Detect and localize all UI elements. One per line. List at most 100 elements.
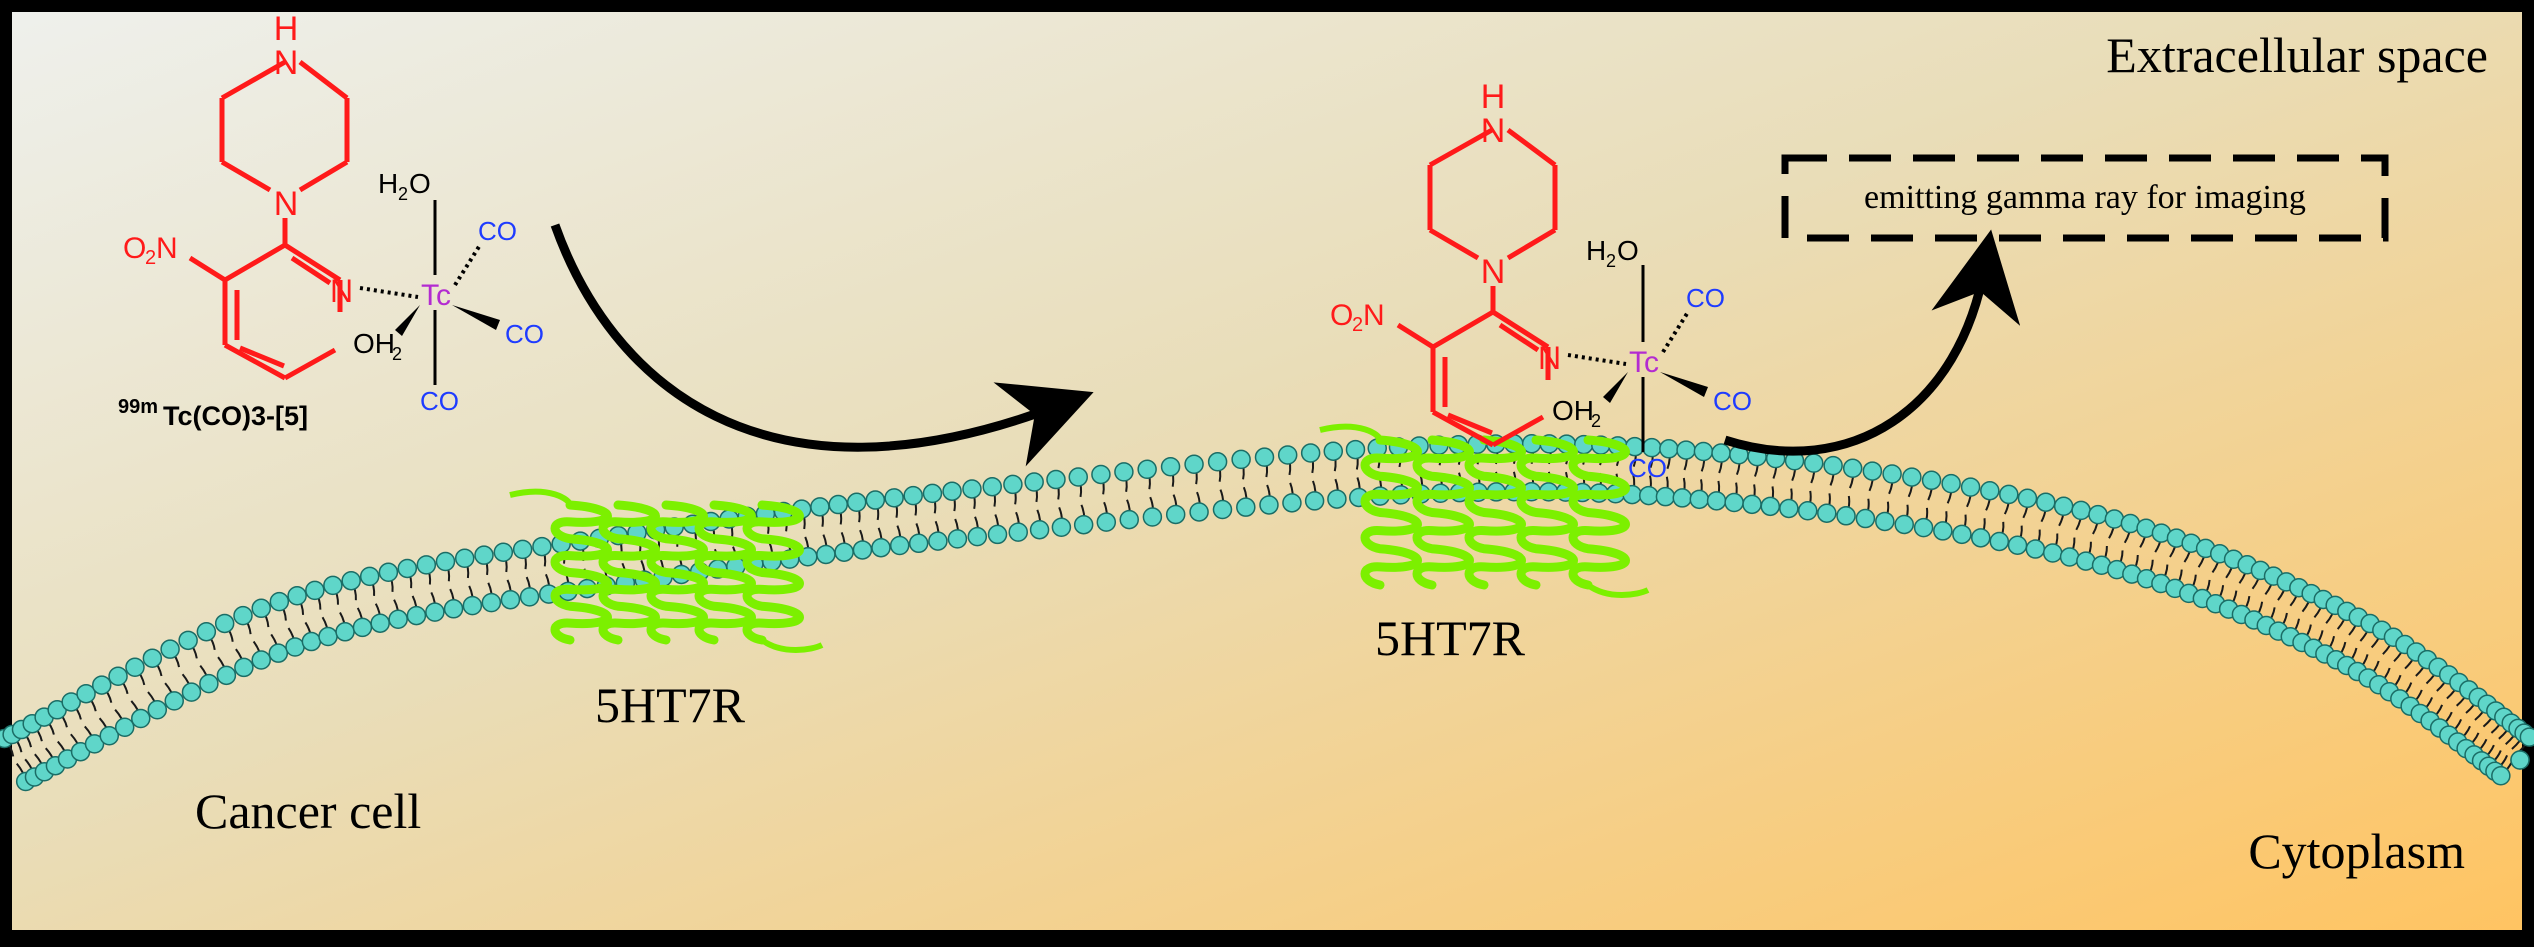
lipid-head	[1797, 501, 1818, 521]
lipid-head	[454, 548, 475, 569]
lipid-head	[1073, 514, 1094, 535]
lipid-head	[987, 524, 1008, 545]
lipid-head	[1114, 462, 1134, 482]
lipid-head	[287, 585, 307, 606]
lipid-head	[1236, 497, 1256, 517]
lipid-head	[268, 643, 289, 663]
lipid-head	[1096, 512, 1117, 532]
receptor-right-label: 5HT7R	[1375, 610, 1526, 666]
lipid-head	[251, 650, 271, 670]
lipid-head	[871, 537, 891, 558]
hydroxo-oh: OH	[353, 328, 395, 359]
piperazine-h-bound: H	[1481, 78, 1506, 116]
lipid-head	[142, 648, 163, 668]
lipid-head	[512, 539, 533, 560]
lipid-head	[216, 665, 237, 686]
lipid-head	[903, 485, 923, 506]
lipid-head	[1999, 484, 2019, 505]
carbonyl-3-bound: CO	[1628, 453, 1667, 483]
lipid-head	[532, 536, 552, 557]
lipid-head	[942, 481, 962, 501]
emission-box	[1781, 154, 2389, 242]
lipid-head	[91, 675, 112, 695]
lipid-head	[1046, 469, 1066, 490]
lipid-head	[305, 580, 325, 601]
lipid-head	[1672, 488, 1693, 508]
lipid-head	[1327, 489, 1347, 509]
lipid-head	[435, 551, 456, 572]
receptor-helix	[1412, 435, 1474, 590]
lipid-head	[947, 529, 968, 549]
carbonyl-2-bound: CO	[1713, 386, 1752, 416]
receptor-helix	[598, 500, 660, 645]
lipid-head	[1823, 455, 1843, 476]
lipid-head	[1638, 485, 1659, 506]
piperazine-n: N	[274, 185, 299, 223]
lipid-head	[1724, 492, 1744, 513]
lipid-head	[199, 673, 219, 694]
lipid-head	[251, 598, 271, 619]
lipid-head	[1003, 474, 1023, 495]
lipid-head	[474, 545, 494, 565]
piperazine-n-bound: N	[1481, 253, 1506, 291]
lipid-head	[1760, 496, 1781, 517]
lipid-head	[2071, 500, 2091, 521]
lipid-head	[1933, 521, 1953, 541]
aqua-o: O	[409, 168, 431, 199]
compound-label: Tc(CO)3-[5]	[163, 401, 308, 431]
lipid-head	[1189, 502, 1209, 522]
lipid-head	[378, 562, 399, 583]
lipid-head	[131, 708, 151, 729]
aqua-h-sub-bound: 2	[1606, 251, 1616, 271]
lipid-head	[1165, 504, 1186, 525]
receptor-loop	[760, 637, 824, 653]
receptor-helix	[694, 500, 756, 645]
lipid-head	[370, 613, 390, 633]
lipid-head	[2059, 547, 2080, 567]
lipid-head	[114, 717, 135, 737]
lipid-head	[1921, 470, 1942, 491]
lipid-head	[1711, 443, 1731, 463]
aqua-h-bound: H	[1586, 235, 1606, 266]
lipid-head	[1803, 453, 1824, 473]
lipid-head	[1231, 449, 1251, 470]
lipid-head	[1836, 506, 1856, 526]
lipid-head	[1008, 522, 1028, 542]
lipid-head	[1817, 503, 1837, 523]
lipid-head	[269, 591, 290, 612]
lipid-head	[1345, 439, 1366, 460]
lipid-head	[1184, 454, 1204, 474]
lipid-head	[1842, 458, 1863, 479]
complex-free: H N N N O 2 N Tc H 2 O OH 2	[118, 10, 544, 431]
lipid-head	[1902, 467, 1922, 487]
lipid-head	[1300, 443, 1321, 463]
cancer-cell-label: Cancer cell	[195, 783, 421, 839]
hydroxo-sub: 2	[392, 344, 402, 364]
lipid-head	[846, 492, 867, 513]
lipid-head	[76, 683, 96, 704]
lipid-head	[2042, 543, 2063, 563]
lipid-head	[1254, 447, 1275, 467]
lipid-head	[1068, 467, 1089, 487]
lipid-head	[2017, 488, 2038, 509]
lipid-head	[1655, 486, 1676, 507]
emission-arrow	[1723, 229, 2021, 456]
lipid-head	[1137, 459, 1157, 480]
lipid-head	[416, 555, 437, 575]
receptor-left-label: 5HT7R	[595, 677, 746, 733]
carbonyl-2: CO	[505, 319, 544, 349]
lipid-head	[810, 497, 830, 517]
receptor-loop	[509, 488, 573, 507]
lipid-head	[234, 657, 254, 678]
lipid-head	[865, 490, 886, 510]
lipid-head	[214, 613, 235, 634]
pyridine-n: N	[330, 273, 353, 309]
lipid-head	[178, 630, 198, 651]
lipid-head	[352, 617, 373, 638]
nitro-o-sub: 2	[145, 247, 156, 269]
lipid-head	[84, 734, 105, 754]
lipid-head	[519, 587, 540, 607]
lipid-head	[1024, 472, 1044, 492]
lipid-head	[1862, 461, 1883, 481]
lipid-head	[828, 494, 848, 515]
